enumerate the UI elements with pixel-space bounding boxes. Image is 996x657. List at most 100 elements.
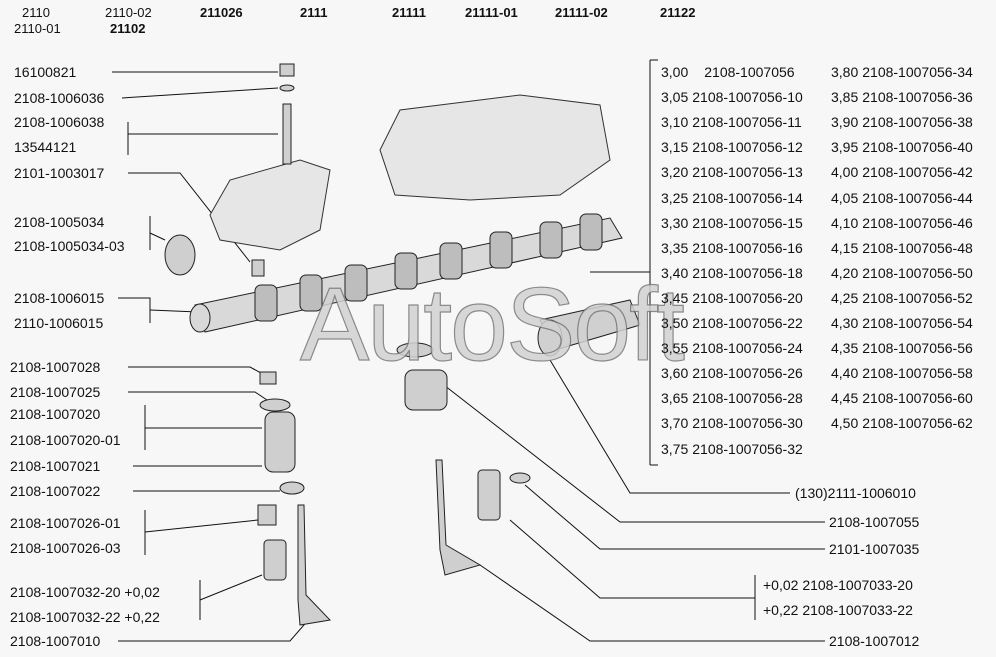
part-label: 2108-1007021 [10, 458, 101, 474]
shim-thickness: 3,55 [661, 340, 689, 357]
shim-part-number: 2108-1007056-36 [862, 89, 973, 106]
part-label: 2108-1005034-03 [14, 238, 125, 254]
shim-thickness: 3,40 [661, 264, 689, 281]
camshaft-short [537, 299, 641, 357]
shim-part-number: 2108-1007056-46 [862, 214, 973, 231]
model-21111-01: 21111-01 [465, 5, 518, 20]
part-label: 2108-1007012 [829, 633, 920, 649]
camshaft [189, 213, 623, 333]
part-label: 2108-1007026-01 [10, 515, 121, 531]
model-211026: 211026 [200, 5, 243, 20]
shim-thickness: 4,50 [831, 415, 859, 432]
part-label: 2108-1006038 [14, 114, 105, 130]
shim-thickness: 3,85 [831, 89, 859, 106]
shim-part-number: 2108-1007056-20 [692, 289, 803, 306]
shim-part-number: 2108-1007056-24 [692, 340, 803, 357]
tappet [396, 342, 448, 411]
shim-part-number: 2108-1007056-11 [692, 114, 802, 131]
part-label: 2108-1006015 [14, 290, 105, 306]
shim-part-number: 2108-1007056-26 [692, 365, 803, 382]
shim-part-number: 2108-1007056-44 [862, 189, 973, 206]
shim-thickness: 3,00 [661, 64, 689, 80]
shim-thickness: 3,45 [661, 289, 689, 306]
valve-assembly-right [435, 459, 531, 576]
part-label: 2101-1003017 [14, 165, 105, 181]
part-label: 2110-1006015 [14, 315, 104, 331]
shim-thickness: 4,10 [831, 214, 859, 231]
shim-part-number: 2108-1007056-18 [692, 264, 803, 281]
part-label: 16100821 [14, 64, 77, 80]
shim-thickness: 3,70 [661, 415, 689, 432]
model-2111: 2111 [300, 5, 328, 20]
shim-thickness: 3,05 [661, 89, 689, 106]
shim-thickness: 4,05 [831, 189, 859, 206]
shim-thickness: 4,35 [831, 340, 859, 357]
camshaft-housing [209, 94, 611, 251]
shim-thickness: 3,30 [661, 214, 689, 231]
shim-part-number: 2108-1007056-14 [692, 189, 803, 206]
shim-thickness: 3,65 [661, 390, 689, 407]
shim-thickness: 3,90 [831, 114, 859, 131]
shim-part-number: 2108-1007056-54 [862, 315, 973, 331]
shim-thickness: 3,20 [661, 164, 689, 181]
model-21111: 21111 [392, 5, 426, 20]
shim-thickness: 3,80 [831, 64, 859, 80]
shim-part-number: 2108-1007056-56 [862, 340, 973, 357]
model-21111-02: 21111-02 [555, 5, 608, 20]
part-label: (130)2111-1006010 [795, 485, 916, 501]
shim-thickness: 3,35 [661, 239, 689, 256]
shim-part-number: 2108-1007056-34 [862, 64, 973, 80]
part-label: 2108-1007020 [10, 406, 101, 422]
shim-part-number: 2108-1007056-32 [692, 440, 803, 457]
shim-thickness: 3,75 [661, 440, 689, 457]
part-label: 2108-1005034 [14, 214, 105, 230]
shim-part-number: 2108-1007056-60 [862, 390, 973, 407]
shim-part-number: 2108-1007056-62 [862, 415, 973, 432]
shim-thickness: 4,20 [831, 264, 859, 281]
part-label: 2108-1006036 [14, 90, 105, 106]
part-label: 2108-1007032-20 +0,02 [10, 584, 160, 600]
shim-part-number: 2108-1007056-16 [692, 239, 803, 256]
shim-part-number: 2108-1007056-52 [862, 289, 973, 306]
part-label: 2108-1007022 [10, 483, 101, 499]
shim-part-number: 2108-1007056-30 [692, 415, 803, 432]
shim-thickness: 3,60 [661, 365, 689, 382]
watermark: AutoSoft [299, 267, 685, 383]
part-label: 2108-1007010 [10, 633, 101, 649]
model-2110-02: 2110-02 [105, 5, 152, 20]
shim-part-number: 2108-1007056-13 [692, 164, 803, 181]
part-label: 2108-1007026-03 [10, 540, 121, 556]
shim-part-number: 2108-1007056-42 [862, 164, 973, 181]
shim-part-number: 2108-1007056-58 [862, 365, 973, 382]
leader-lines [112, 59, 825, 642]
shim-thickness: 3,95 [831, 139, 859, 156]
shim-thickness: 4,30 [831, 315, 859, 331]
shim-part-number: 2108-1007056-40 [862, 139, 973, 156]
shim-part-number: 2108-1007056-10 [692, 89, 803, 106]
part-label: +0,02 2108-1007033-20 [763, 577, 913, 593]
shim-part-number: 2108-1007056-28 [692, 390, 803, 407]
shim-thickness: 3,50 [661, 315, 689, 331]
model-21122: 21122 [660, 5, 696, 20]
shim-thickness: 3,15 [661, 139, 689, 156]
model-2110: 2110 [22, 5, 50, 20]
shim-thickness: 4,25 [831, 289, 859, 306]
